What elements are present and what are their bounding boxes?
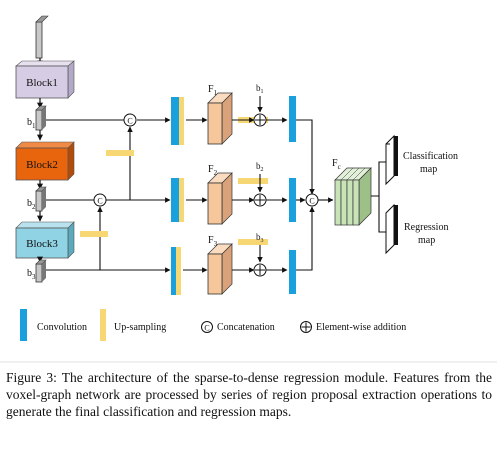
f1-label: F1 xyxy=(208,84,218,97)
block1: Block1 xyxy=(15,60,75,99)
feature-f2 xyxy=(207,172,233,225)
feature-f1 xyxy=(207,92,233,145)
concat-stack-2 xyxy=(171,178,184,222)
convolution-bar xyxy=(289,178,296,222)
svg-text:C: C xyxy=(309,197,314,206)
upsampling-bar xyxy=(238,178,268,184)
side-b3-label: b3 xyxy=(256,232,264,244)
add-circle-1 xyxy=(253,113,267,127)
side-b2-label: b2 xyxy=(256,161,264,173)
input-feature-map xyxy=(35,15,49,59)
b2-feature-map xyxy=(35,186,47,212)
branch-line xyxy=(371,161,387,197)
block2-label: Block2 xyxy=(26,159,58,171)
block2: Block2 xyxy=(15,141,75,181)
upsampling-bar xyxy=(80,231,108,237)
concat-circle-2: C xyxy=(93,193,107,207)
connector-arrow xyxy=(296,119,315,195)
svg-text:C: C xyxy=(204,324,209,333)
f3-label: F3 xyxy=(208,235,218,248)
legend-upsampling-swatch xyxy=(100,309,106,341)
concat-stack-1 xyxy=(171,97,184,145)
legend-upsampling-label: Up-sampling xyxy=(114,322,166,333)
upsampling-bar xyxy=(106,150,134,156)
legend-concat-icon: C xyxy=(201,321,213,333)
concat-circle-1: C xyxy=(123,113,137,127)
legend-addition-label: Element-wise addition xyxy=(316,322,406,333)
block3: Block3 xyxy=(15,221,75,259)
b3-feature-map xyxy=(35,259,47,283)
regression-map xyxy=(385,203,398,255)
b3-label: b3 xyxy=(27,268,36,281)
fc-label: Fc xyxy=(332,158,341,171)
branch-line xyxy=(378,196,387,233)
b2-label: b2 xyxy=(27,198,36,211)
block1-label: Block1 xyxy=(26,77,58,89)
legend: Convolution Up-sampling C Concatenation … xyxy=(20,309,406,341)
add-circle-2 xyxy=(253,193,267,207)
b1-label: b1 xyxy=(27,117,36,130)
block3-label: Block3 xyxy=(26,238,58,250)
add-circle-3 xyxy=(253,263,267,277)
legend-convolution-label: Convolution xyxy=(37,322,87,333)
regression-label: Regression map xyxy=(404,222,451,246)
f2-label: F2 xyxy=(208,164,218,177)
concat-circle-final: C xyxy=(305,193,319,207)
figure-caption: Figure 3: The architecture of the sparse… xyxy=(6,370,492,419)
svg-text:C: C xyxy=(97,197,102,206)
convolution-bar xyxy=(289,250,296,294)
classification-map xyxy=(385,134,398,186)
legend-add-icon xyxy=(300,321,312,333)
svg-text:C: C xyxy=(127,117,132,126)
legend-convolution-swatch xyxy=(20,309,27,341)
legend-concatenation-label: Concatenation xyxy=(217,322,275,333)
upsampling-bar xyxy=(238,239,268,245)
connector-arrow xyxy=(296,206,315,271)
classification-label: Classification map xyxy=(403,151,461,175)
b1-feature-map xyxy=(35,105,47,131)
convolution-bar xyxy=(289,96,296,142)
side-b1-label: b1 xyxy=(256,83,264,95)
feature-f3 xyxy=(207,243,233,295)
concat-stack-3 xyxy=(171,247,181,295)
fc-feature-stack xyxy=(334,167,372,226)
architecture-diagram: Block1 b1 Block2 b2 Block3 b3 xyxy=(0,15,497,363)
